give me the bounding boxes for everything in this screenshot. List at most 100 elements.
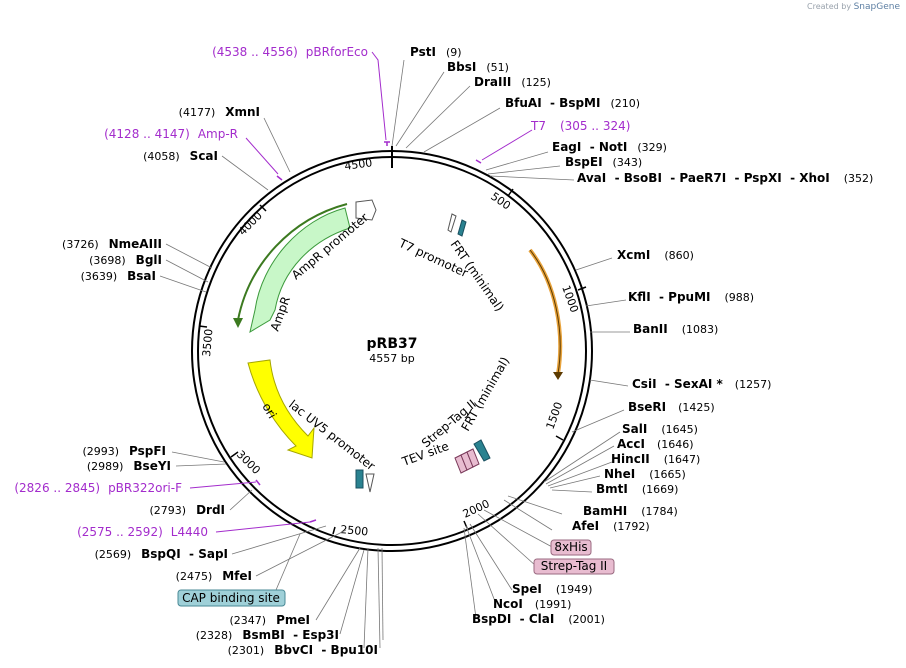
svg-text:BbsI(51): BbsI (51) xyxy=(447,60,509,74)
enzyme-name: BspEI xyxy=(565,155,603,169)
tick-label-2500: 2500 xyxy=(340,523,369,538)
enzyme-pos: (2989) xyxy=(87,460,124,473)
svg-text:(2301)BbvCI - Bpu10I: (2301) BbvCI - Bpu10I xyxy=(228,643,378,657)
enzyme-pos: (352) xyxy=(844,172,874,185)
svg-text:NheI(1665): NheI(1665) xyxy=(604,467,686,481)
svg-text:(2569)BspQI - SapI: (2569)BspQI - SapI xyxy=(95,547,228,561)
enzyme-name: BbvCI - Bpu10I xyxy=(274,643,378,657)
enzyme-name: NmeAIII xyxy=(109,237,162,251)
enzyme-pos: (1792) xyxy=(613,520,650,533)
enzyme-pos: (1784) xyxy=(641,505,678,518)
svg-text:(2575 .. 2592)L4440: (2575 .. 2592)L4440 xyxy=(77,525,208,539)
enzyme-pos: (329) xyxy=(637,141,667,154)
enzyme-name: BanII xyxy=(633,322,668,336)
enzyme-name: NcoI xyxy=(493,597,523,611)
enzyme-pos: (2001) xyxy=(568,613,605,626)
plasmid-length: 4557 bp xyxy=(369,352,414,365)
enzyme-name: XmnI xyxy=(225,105,260,119)
tick-label-1000: 1000 xyxy=(559,284,581,315)
enzyme-name: ScaI xyxy=(190,149,218,163)
ori-feature xyxy=(247,359,315,459)
enzyme-name: BmtI xyxy=(596,482,628,496)
enzyme-name: PstI xyxy=(410,45,436,59)
orange-feature-outline xyxy=(529,249,561,375)
tick-label-4500: 4500 xyxy=(344,156,374,173)
enzyme-pos: (3698) xyxy=(89,254,126,267)
enzyme-pos: (1083) xyxy=(682,323,719,336)
primer-name: pBRforEco xyxy=(306,45,368,59)
leader-lines xyxy=(159,59,630,649)
ampr-promoter-arrow xyxy=(355,199,377,221)
frt-lac-feature xyxy=(355,469,364,489)
svg-text:BseRI(1425): BseRI(1425) xyxy=(628,400,715,414)
svg-text:BamHI(1784): BamHI(1784) xyxy=(583,504,678,518)
enzyme-name: BbsI xyxy=(447,60,476,74)
svg-text:AvaI - BsoBI - PaeR7I - Psp: AvaI - BsoBI - PaeR7I - PspXI - XhoI (352… xyxy=(577,171,873,185)
orange-feature-arc xyxy=(528,248,563,375)
svg-text:(4538 .. 4556)pBRforEco: (4538 .. 4556) pBRforEco xyxy=(212,45,368,59)
enzyme-pos: (3726) xyxy=(62,238,99,251)
tick-label-4000: 4000 xyxy=(236,209,265,238)
svg-text:(2989)BseYI: (2989) BseYI xyxy=(87,459,171,473)
svg-text:AccI(1646): AccI(1646) xyxy=(617,437,694,451)
enzymes-left: (4177) XmnI (4058) ScaI (3726) NmeAIII (369… xyxy=(62,105,378,657)
svg-text:(2793)DrdI: (2793)DrdI xyxy=(149,503,225,517)
enzyme-pos: (1991) xyxy=(535,598,572,611)
enzyme-pos: (2328) xyxy=(196,629,233,642)
credit-brand: SnapGene xyxy=(853,2,900,12)
enzyme-name: BseYI xyxy=(133,459,171,473)
enzyme-name: XcmI xyxy=(617,248,650,262)
enzyme-name: AvaI - BsoBI - PaeR7I - PspXI - XhoI xyxy=(577,171,830,185)
enzyme-name: BglI xyxy=(136,253,162,267)
primer-name: pBR322ori-F xyxy=(108,481,182,495)
enzyme-pos: (125) xyxy=(521,76,551,89)
enzyme-name: NheI xyxy=(604,467,635,481)
svg-text:(3726)NmeAIII: (3726) NmeAIII xyxy=(62,237,162,251)
enzyme-pos: (860) xyxy=(664,249,694,262)
ampr-arc-head xyxy=(233,318,243,328)
strep-box-label: Strep-Tag II xyxy=(541,559,607,573)
svg-text:BanII(1083): BanII (1083) xyxy=(633,322,718,336)
enzyme-pos: (1949) xyxy=(556,583,593,596)
enzyme-pos: (9) xyxy=(446,46,462,59)
enzyme-pos: (2475) xyxy=(176,570,213,583)
his-strep-features xyxy=(454,448,480,474)
enzyme-name: BsaI xyxy=(127,269,156,283)
snapgene-credit: Created by SnapGene xyxy=(807,2,900,12)
enzyme-pos: (2793) xyxy=(149,504,186,517)
primer-range: (305 .. 324) xyxy=(560,119,630,133)
enzyme-pos: (4058) xyxy=(143,150,180,163)
enzyme-pos: (1669) xyxy=(642,483,679,496)
frt-top-feature xyxy=(457,219,467,237)
svg-text:EagI - NotI(329): EagI - NotI(329) xyxy=(552,140,667,154)
enzyme-name: PspFI xyxy=(129,444,166,458)
his-box-label: 8xHis xyxy=(554,540,587,554)
ampr-feature xyxy=(249,207,351,334)
enzyme-pos: (1257) xyxy=(735,378,772,391)
enzyme-name: BspDI - ClaI xyxy=(472,612,554,626)
enzyme-pos: (988) xyxy=(725,291,755,304)
enzyme-pos: (51) xyxy=(486,61,509,74)
plasmid-name: pRB37 xyxy=(367,336,418,352)
svg-text:XcmI(860): XcmI (860) xyxy=(617,248,694,262)
primer-range: (4128 .. 4147) xyxy=(104,127,190,141)
primer-range: (2826 .. 2845) xyxy=(14,481,100,495)
enzyme-name: BseRI xyxy=(628,400,666,414)
svg-text:(4128 .. 4147)Amp-R: (4128 .. 4147)Amp-R xyxy=(104,127,238,141)
svg-text:(2328)BsmBI - Esp3I: (2328)BsmBI - Esp3I xyxy=(196,628,339,642)
lac-promoter-arrow xyxy=(365,473,375,493)
enzyme-name: DraIII xyxy=(474,75,511,89)
enzyme-pos: (2347) xyxy=(230,614,267,627)
orange-feature-head xyxy=(553,372,563,380)
strep-box xyxy=(533,558,615,575)
enzyme-pos: (1647) xyxy=(664,453,701,466)
enzyme-pos: (4177) xyxy=(179,106,216,119)
enzyme-pos: (2301) xyxy=(228,644,265,657)
primer-range: (4538 .. 4556) xyxy=(212,45,298,59)
svg-text:(2347)PmeI: (2347) PmeI xyxy=(230,613,310,627)
enzyme-name: PmeI xyxy=(276,613,310,627)
svg-text:SalI(1645): SalI(1645) xyxy=(622,422,698,436)
svg-text:PstI(9): PstI (9) xyxy=(410,45,462,59)
primer-name: L4440 xyxy=(171,525,208,539)
svg-text:(3698)BglI: (3698) BglI xyxy=(89,253,162,267)
